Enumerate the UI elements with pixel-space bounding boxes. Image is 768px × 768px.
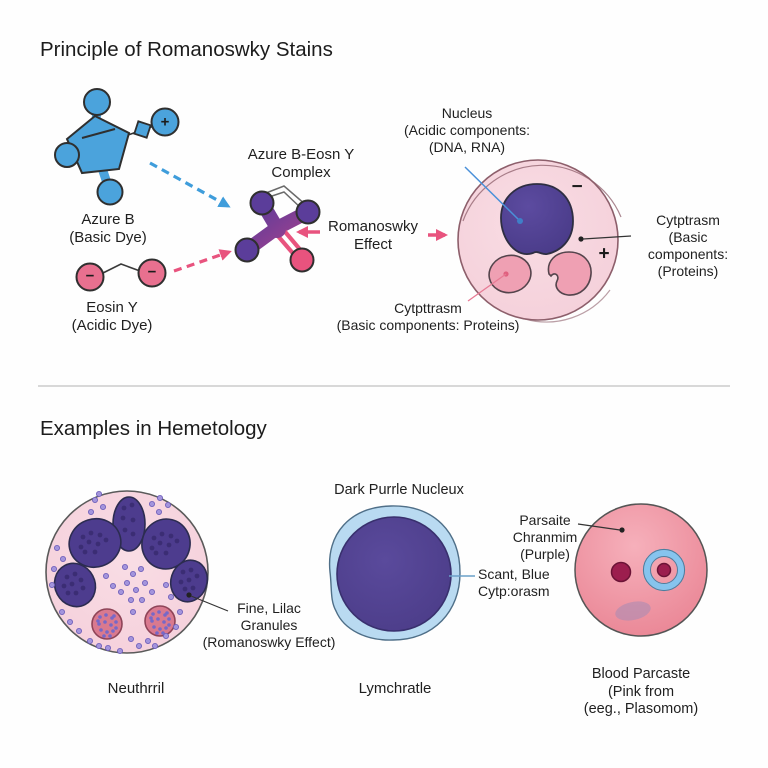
cytoplasm-organelle-left	[488, 254, 532, 294]
lymphocyte-annotation: Scant, Blue Cytp:orasm	[478, 566, 550, 600]
cell-minus-sign: −	[571, 176, 583, 198]
azure-plus-sign: +	[160, 113, 170, 131]
lymphocyte-heading: Dark Purrle Nucleux	[334, 482, 464, 498]
cytoplasm-organelle-right	[547, 251, 592, 296]
romanowsky-effect-label: Romanoswky Effect	[327, 218, 419, 254]
eosin-minus-sign-2: −	[147, 263, 157, 281]
lymphocyte-cell	[328, 505, 475, 641]
azure-b-molecule	[54, 88, 180, 206]
lilac-granules	[49, 490, 183, 655]
nucleus-leader-line	[464, 166, 521, 222]
cell-nucleus	[500, 183, 574, 256]
azure-to-complex-arrow	[149, 161, 231, 208]
cytoplasm-right-label: Cytptrasm (Basic components: (Proteins)	[647, 212, 729, 280]
complex-molecule	[234, 185, 321, 273]
cytoplasm-bottom-label: Cytpttrasm (Basic components: Proteins)	[336, 300, 520, 334]
nucleus-label: Nucleus (Acidic components: (DNA, RNA)	[403, 105, 531, 156]
cluster-dots-left	[96, 613, 118, 638]
parasite-chromatin-dot	[610, 561, 632, 583]
principle-section-title: Principle of Romanoswky Stains	[40, 38, 333, 61]
parasite-annotation: Parsaite Chranmim (Purple)	[512, 512, 578, 563]
cell-plus-sign: +	[598, 243, 610, 265]
eosin-minus-sign-1: −	[85, 267, 95, 285]
examples-section-title: Examples in Hemetology	[40, 417, 267, 440]
azure-b-label: Azure B (Basic Dye)	[69, 211, 147, 247]
cytoplasm-right-leader-line	[582, 235, 632, 240]
neutrophil-cell	[45, 490, 229, 655]
lymphocyte-caption: Lymchratle	[358, 680, 432, 697]
neutrophil-annotation: Fine, Lilac Granules (Romanoswky Effect)	[202, 600, 336, 651]
neutrophil-nucleus-lobes	[53, 496, 209, 608]
lymphocyte-nucleus	[336, 516, 452, 632]
parasite-caption: Blood Parcaste (Pink from (eeg., Plasomo…	[583, 666, 699, 718]
parasite-leader-line	[577, 523, 621, 531]
complex-label: Azure B-Eosn Y Complex	[247, 146, 355, 182]
parasite-cell	[574, 503, 708, 637]
granule-cluster-left	[91, 608, 123, 640]
eosin-to-complex-arrow	[173, 249, 232, 273]
nucleus-chromatin-dots	[61, 502, 200, 596]
granules-leader-line	[190, 595, 229, 612]
parasite-ring	[644, 550, 684, 590]
eosin-y-label: Eosin Y (Acidic Dye)	[71, 299, 153, 335]
cell-smudge	[615, 601, 651, 621]
neutrophil-caption: Neuthrril	[107, 680, 165, 697]
cytoplasm-bottom-leader-line	[467, 273, 507, 302]
granule-cluster-right	[144, 605, 176, 637]
eosin-y-molecule	[75, 258, 167, 292]
cluster-dots-right	[149, 610, 171, 635]
stained-cell	[457, 159, 632, 323]
